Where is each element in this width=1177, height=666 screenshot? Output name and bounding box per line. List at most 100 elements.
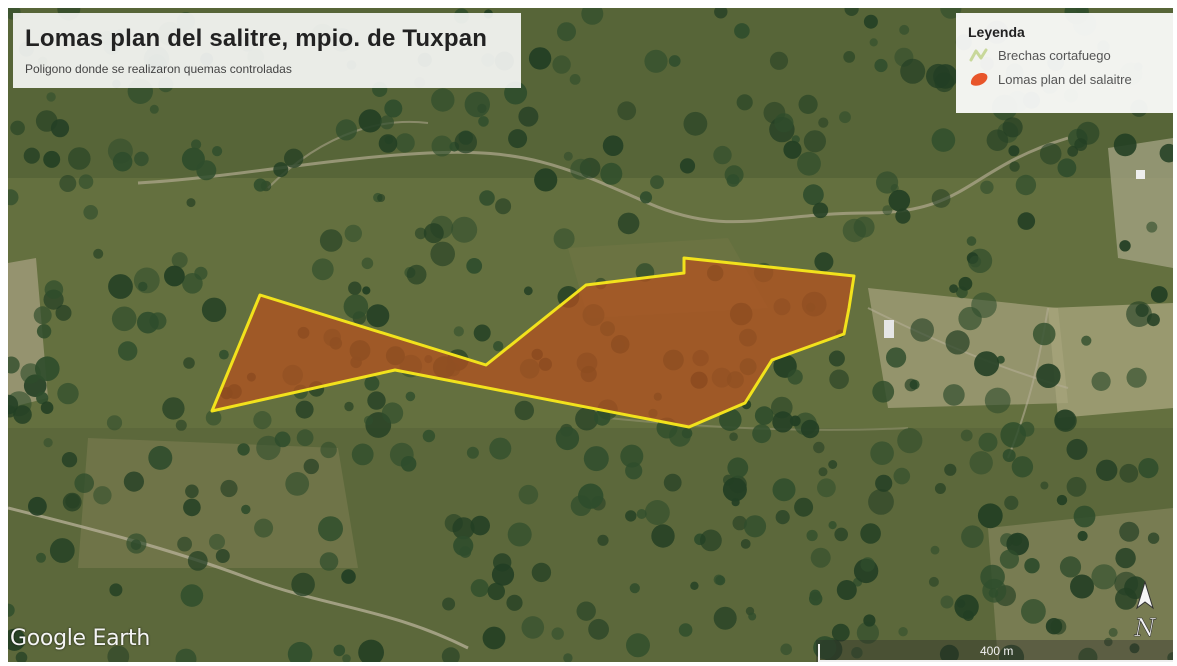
tree <box>108 274 133 299</box>
tree <box>479 190 495 206</box>
tree <box>876 171 899 194</box>
tree <box>812 202 829 219</box>
tree <box>928 576 939 587</box>
tree <box>863 614 876 627</box>
tree <box>629 583 640 594</box>
tree <box>348 281 362 295</box>
tree <box>934 72 955 93</box>
tree <box>441 647 460 662</box>
tree <box>118 341 138 361</box>
burn-area-polygon[interactable] <box>210 256 856 429</box>
tree <box>422 429 436 443</box>
tree <box>789 415 801 427</box>
tree <box>186 198 196 208</box>
tree <box>452 517 475 540</box>
tree <box>15 651 28 662</box>
tree <box>219 349 229 360</box>
tree <box>958 276 973 291</box>
tree <box>93 486 112 505</box>
tree <box>162 397 185 420</box>
tree <box>974 351 1000 377</box>
tree <box>713 606 737 630</box>
tree <box>381 402 404 424</box>
tree <box>8 356 20 374</box>
tree <box>895 208 911 224</box>
tree <box>493 553 512 572</box>
tree <box>940 595 954 609</box>
tree <box>111 306 137 332</box>
tree <box>1096 459 1118 481</box>
tree <box>851 647 863 659</box>
tree <box>406 264 427 285</box>
tree <box>1040 481 1049 490</box>
tree <box>57 382 79 405</box>
tree <box>395 133 415 153</box>
tree <box>898 627 908 637</box>
tree <box>588 618 609 640</box>
tree <box>253 178 267 192</box>
tree <box>868 489 894 515</box>
tree <box>74 473 94 494</box>
tree <box>187 551 208 571</box>
tree <box>319 229 343 252</box>
tree <box>872 380 895 403</box>
tree <box>806 529 818 542</box>
tree <box>43 150 61 168</box>
tree <box>521 616 545 639</box>
tree <box>506 594 523 611</box>
tree <box>831 623 850 642</box>
line-symbol-icon <box>969 48 988 62</box>
tree <box>998 644 1025 662</box>
tree <box>62 492 82 512</box>
tree <box>1066 476 1087 497</box>
tree <box>719 408 742 432</box>
tree <box>414 227 427 240</box>
tree <box>344 224 362 243</box>
tree <box>285 472 310 496</box>
tree <box>361 257 374 270</box>
tree <box>311 258 334 281</box>
tree <box>13 405 32 424</box>
tree <box>241 504 251 515</box>
tree <box>40 401 54 415</box>
legend-panel: Leyenda Brechas cortafuego Lomas plan de… <box>956 13 1173 113</box>
tree <box>931 128 956 152</box>
tree <box>36 552 46 563</box>
tree <box>576 601 596 621</box>
tree <box>377 194 386 202</box>
tree <box>93 248 104 259</box>
tree <box>1114 571 1139 596</box>
tree <box>617 101 637 121</box>
tree <box>1146 221 1158 233</box>
legend-label-burn-area: Lomas plan del salaitre <box>998 71 1132 87</box>
tree <box>466 258 483 274</box>
map-frame[interactable]: Lomas plan del salitre, mpio. de Tuxpan … <box>8 8 1173 662</box>
tree <box>743 515 767 538</box>
tree <box>930 545 940 555</box>
map-title-panel: Lomas plan del salitre, mpio. de Tuxpan … <box>13 13 521 88</box>
tree <box>28 496 47 516</box>
tree <box>1021 599 1046 624</box>
tree <box>400 456 417 472</box>
tree <box>177 536 193 552</box>
tree <box>201 297 227 322</box>
tree <box>1024 558 1040 574</box>
tree <box>617 212 640 235</box>
tree <box>351 443 374 466</box>
tree <box>803 130 827 153</box>
tree <box>555 426 580 451</box>
tree <box>810 547 831 568</box>
tree <box>20 363 41 384</box>
tree <box>453 535 474 556</box>
tree <box>1150 286 1168 303</box>
tree <box>980 564 1005 590</box>
tree <box>772 478 796 502</box>
tree <box>1091 371 1111 391</box>
tree <box>842 218 867 243</box>
tree <box>999 549 1020 569</box>
tree <box>366 304 390 328</box>
tree <box>333 644 346 657</box>
tree <box>944 463 957 476</box>
tree <box>900 58 926 84</box>
tree <box>523 286 533 296</box>
